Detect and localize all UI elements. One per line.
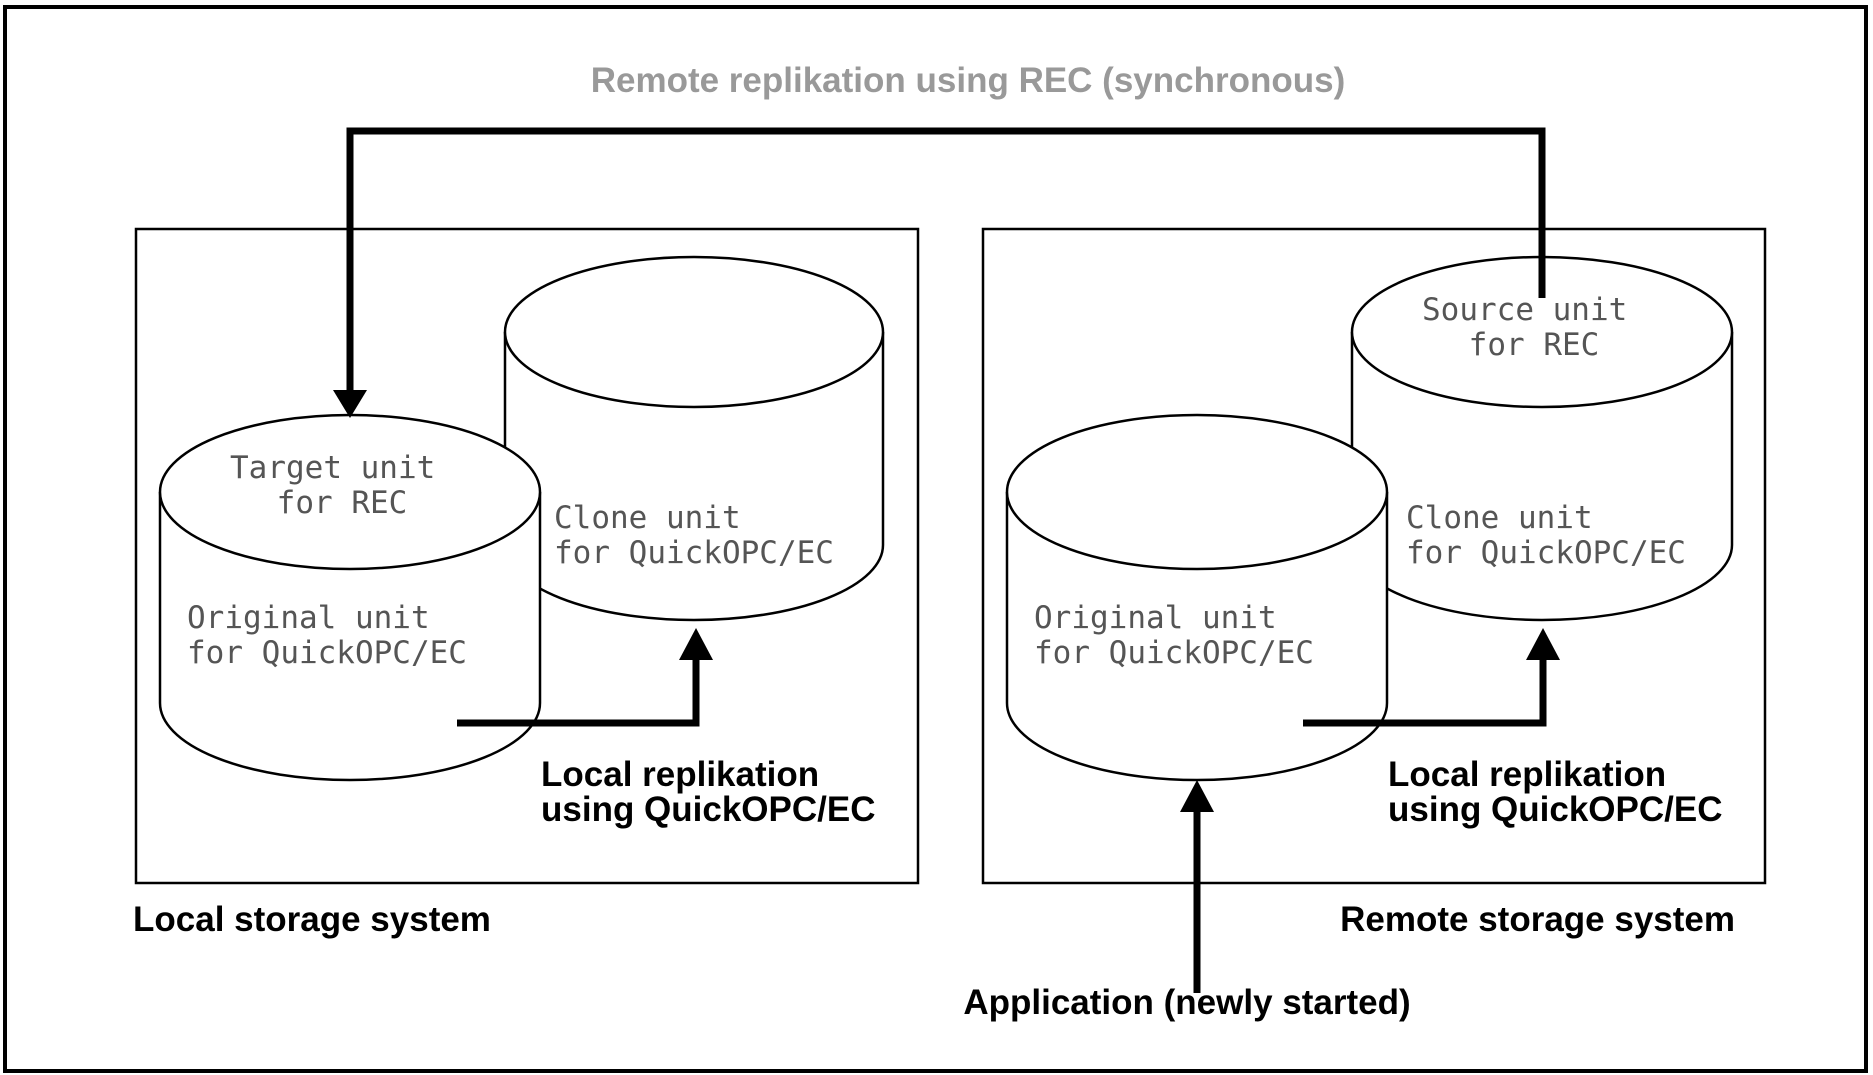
rec-arrowhead bbox=[333, 390, 367, 418]
remote-replication-label: Local replikation using QuickOPC/EC bbox=[1388, 755, 1723, 829]
local-storage-system-label: Local storage system bbox=[133, 900, 491, 939]
remote-clone-unit-cylinder bbox=[1350, 255, 1734, 622]
local-replication-line-local bbox=[457, 656, 700, 727]
application-arrowhead bbox=[1180, 780, 1214, 812]
remote-storage-system-box bbox=[981, 227, 1767, 885]
local-clone-unit-label: Clone unit for QuickOPC/EC bbox=[554, 500, 834, 571]
local-replication-label: Local replikation using QuickOPC/EC bbox=[541, 755, 876, 829]
local-clone-unit-cylinder bbox=[503, 255, 885, 622]
remote-source-unit-label: Source unit for REC bbox=[1422, 292, 1646, 363]
local-original-unit-label: Original unit for QuickOPC/EC bbox=[187, 600, 467, 671]
local-storage-system-box bbox=[134, 227, 920, 885]
remote-storage-system-label: Remote storage system bbox=[1340, 900, 1735, 939]
local-target-unit-label: Target unit for REC bbox=[230, 450, 454, 521]
remote-original-unit-cylinder bbox=[1005, 413, 1389, 782]
local-replication-arrowhead-remote bbox=[1526, 628, 1560, 660]
remote-original-unit-label: Original unit for QuickOPC/EC bbox=[1034, 600, 1314, 671]
remote-clone-unit-label: Clone unit for QuickOPC/EC bbox=[1406, 500, 1686, 571]
local-replication-arrowhead-local bbox=[679, 628, 713, 660]
outer-frame bbox=[3, 5, 1868, 1073]
local-original-unit-cylinder bbox=[158, 413, 542, 782]
local-replication-line-remote bbox=[1303, 656, 1547, 727]
rec-replication-line bbox=[346, 127, 1546, 392]
diagram-title: Remote replikation using REC (synchronou… bbox=[591, 61, 1346, 100]
application-label: Application (newly started) bbox=[963, 983, 1410, 1022]
